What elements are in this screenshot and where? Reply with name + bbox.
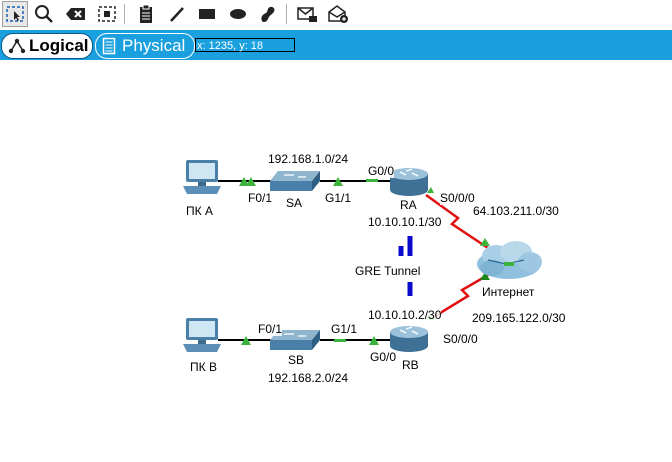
link-state-up-icon — [241, 336, 251, 345]
port-label: G0/0 — [370, 350, 397, 364]
router-ra-label: RA — [400, 198, 417, 212]
toolbar — [0, 0, 672, 30]
tab-physical-label: Physical — [122, 36, 186, 55]
logical-icon — [8, 38, 26, 54]
resize-icon[interactable] — [95, 2, 119, 26]
port-label: F0/1 — [248, 191, 273, 205]
pc-b-label: ПК B — [190, 360, 217, 374]
delete-icon[interactable] — [64, 2, 88, 26]
link-state-up-icon — [369, 336, 379, 345]
serial-link-rb-internet[interactable] — [431, 273, 489, 320]
physical-icon — [102, 37, 116, 55]
link-state-up-icon — [366, 179, 378, 182]
gre-tunnel-label: GRE Tunnel — [355, 264, 421, 278]
note-icon[interactable] — [134, 2, 158, 26]
serial-link-ra-internet[interactable] — [425, 193, 489, 250]
router-ra-icon[interactable] — [390, 168, 428, 196]
link-state-up-icon — [480, 238, 490, 246]
topology-canvas[interactable]: ПК A ПК B SA SB RA RB Интернет F0/1 G1/1… — [0, 60, 672, 462]
link-state-up-icon — [480, 272, 490, 280]
switch-sa-label: SA — [286, 196, 303, 210]
toolbar-separator — [124, 4, 125, 24]
rectangle-icon[interactable] — [195, 2, 219, 26]
link-state-up-icon — [427, 187, 434, 193]
tab-logical[interactable]: Logical — [1, 33, 93, 59]
toolbar-separator — [286, 4, 287, 24]
select-icon[interactable] — [2, 1, 28, 27]
network-label: 209.165.122.0/30 — [472, 311, 566, 325]
link-state-up-icon — [246, 177, 256, 186]
freeform-icon[interactable] — [256, 2, 280, 26]
port-label: S0/0/0 — [443, 332, 478, 346]
internet-cloud-icon[interactable] — [477, 241, 542, 279]
router-rb-icon[interactable] — [390, 326, 428, 352]
network-label: 64.103.211.0/30 — [473, 204, 559, 218]
network-label: 192.168.1.0/24 — [268, 152, 349, 166]
pc-a-icon[interactable] — [183, 160, 221, 194]
pc-a-label: ПК A — [186, 204, 213, 218]
topology-links — [183, 160, 542, 352]
ellipse-icon[interactable] — [226, 2, 250, 26]
port-label: G0/0 — [368, 164, 395, 178]
complex-pdu-icon[interactable] — [326, 2, 350, 26]
internet-label: Интернет — [482, 285, 535, 299]
link-state-up-icon — [239, 177, 249, 186]
tab-logical-label: Logical — [29, 36, 89, 55]
link-state-up-icon — [334, 339, 346, 342]
simple-pdu-icon[interactable] — [295, 2, 319, 26]
switch-sb-label: SB — [288, 353, 305, 367]
port-label: G1/1 — [331, 322, 358, 336]
port-label: S0/0/0 — [440, 191, 475, 205]
router-rb-label: RB — [402, 358, 419, 372]
switch-sb-icon[interactable] — [270, 330, 320, 350]
network-label: 10.10.10.2/30 — [368, 308, 442, 322]
switch-sa-icon[interactable] — [270, 171, 320, 191]
coordinate-readout: x: 1235, y: 18 — [195, 38, 295, 52]
port-label: G1/1 — [325, 191, 352, 205]
pc-b-icon[interactable] — [183, 318, 221, 352]
port-label: F0/1 — [258, 322, 283, 336]
link-state-up-icon — [333, 177, 343, 186]
inspect-icon[interactable] — [32, 2, 56, 26]
network-label: 192.168.2.0/24 — [268, 371, 349, 385]
draw-line-icon[interactable] — [165, 2, 189, 26]
network-label: 10.10.10.1/30 — [368, 215, 442, 229]
view-tab-bar: Logical Physical x: 1235, y: 18 — [0, 30, 672, 60]
tab-physical[interactable]: Physical — [95, 33, 195, 59]
